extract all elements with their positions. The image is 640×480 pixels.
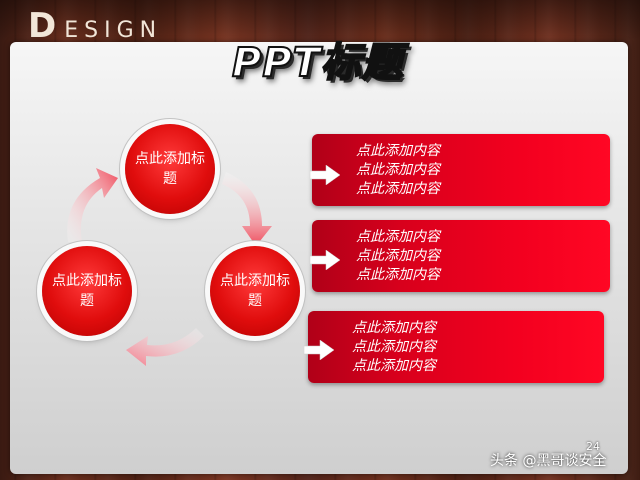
- cycle-circle-left[interactable]: 点此添加标题: [42, 246, 132, 336]
- top-strip: [0, 0, 640, 40]
- circle-label: 点此添加标题: [135, 151, 205, 187]
- content-line: 点此添加内容: [356, 229, 440, 245]
- content-line: 点此添加内容: [352, 339, 436, 355]
- design-logo: DESIGN: [28, 6, 162, 46]
- content-box-1[interactable]: 点此添加内容 点此添加内容 点此添加内容: [312, 134, 610, 206]
- content-line: 点此添加内容: [356, 267, 440, 283]
- logo-rest: ESIGN: [64, 18, 163, 43]
- circle-label: 点此添加标题: [52, 273, 122, 309]
- cycle-circle-top[interactable]: 点此添加标题: [125, 124, 215, 214]
- content-line: 点此添加内容: [356, 248, 440, 264]
- content-line: 点此添加内容: [356, 162, 440, 178]
- content-line: 点此添加内容: [356, 181, 440, 197]
- logo-initial: D: [28, 6, 63, 46]
- right-arrow-icon: [310, 165, 340, 185]
- right-arrow-icon: [310, 250, 340, 270]
- watermark: 头条 @黑哥谈安全: [490, 453, 607, 469]
- content-line: 点此添加内容: [352, 320, 436, 336]
- content-line: 点此添加内容: [352, 358, 436, 374]
- cycle-circle-right[interactable]: 点此添加标题: [210, 246, 300, 336]
- right-arrow-icon: [304, 340, 334, 360]
- content-box-2[interactable]: 点此添加内容 点此添加内容 点此添加内容: [312, 220, 610, 292]
- circle-label: 点此添加标题: [220, 273, 290, 309]
- content-box-3[interactable]: 点此添加内容 点此添加内容 点此添加内容: [308, 311, 604, 383]
- content-line: 点此添加内容: [356, 143, 440, 159]
- page-number: 24: [586, 440, 600, 453]
- slide-title: PPT标题: [231, 39, 403, 87]
